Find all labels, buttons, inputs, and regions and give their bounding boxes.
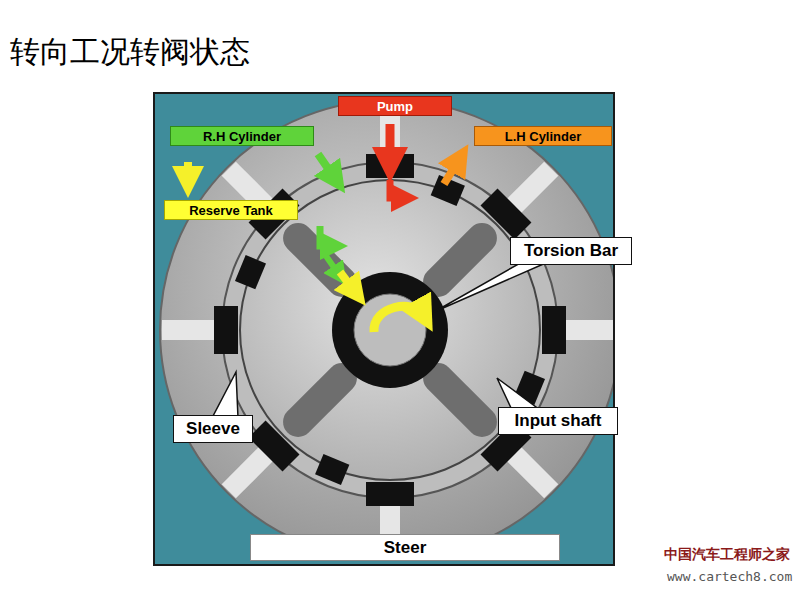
node-text: L.H Cylinder xyxy=(505,129,582,144)
cylinder-box: L.H Cylinder xyxy=(474,126,612,146)
node-text: Sleeve xyxy=(186,419,240,439)
callout-box: Torsion Bar xyxy=(510,237,632,265)
mode-box: Steer xyxy=(250,534,560,561)
slide-title: 转向工况转阀状态 xyxy=(10,32,250,73)
watermark: www.cartech8.com xyxy=(667,569,792,584)
watermark: 中国汽车工程师之家 xyxy=(664,546,790,564)
node-text: Steer xyxy=(384,538,427,558)
pump-box: Pump xyxy=(338,96,452,116)
tank-box: Reserve Tank xyxy=(164,200,298,220)
callout-box: Input shaft xyxy=(498,407,618,435)
node-text: Torsion Bar xyxy=(524,241,618,261)
node-text: Input shaft xyxy=(515,411,602,431)
callout-box: Sleeve xyxy=(173,415,253,443)
cylinder-box: R.H Cylinder xyxy=(170,126,314,146)
node-text: Pump xyxy=(377,99,413,114)
node-text: R.H Cylinder xyxy=(203,129,281,144)
node-text: Reserve Tank xyxy=(189,203,273,218)
